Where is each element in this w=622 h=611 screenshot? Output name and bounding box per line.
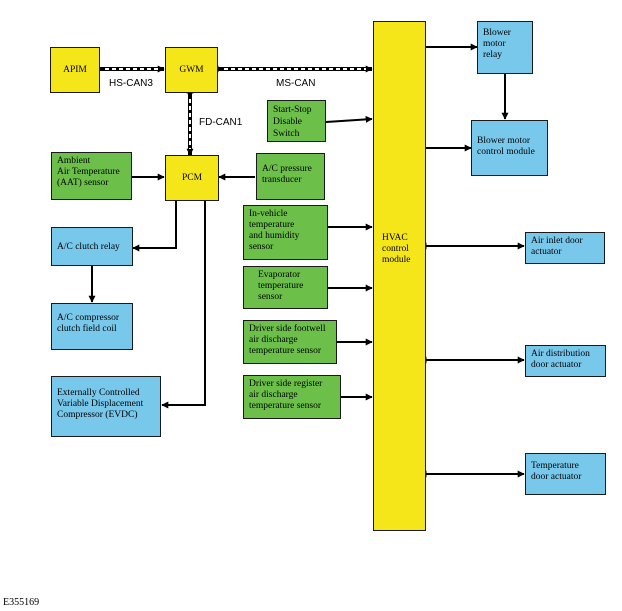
evaporator-line: Evaporator	[258, 270, 301, 280]
hvac-control-module: HVAC control module	[373, 21, 426, 531]
temperature-door-actuator: Temperature door actuator	[525, 453, 606, 495]
bus-label-hs-can3: HS-CAN3	[109, 78, 153, 89]
driver-footwell-air-discharge-sensor: Driver side footwell air discharge tempe…	[243, 320, 337, 364]
ac-clutch-relay-label: A/C clutch relay	[57, 242, 120, 252]
air-distribution-line: door actuator	[531, 360, 582, 370]
pcm-label: PCM	[181, 172, 203, 183]
evaporator-line: sensor	[258, 292, 283, 302]
apim-label: APIM	[63, 64, 87, 75]
temperature-door-line: Temperature	[531, 461, 579, 471]
in-vehicle-line: and humidity	[249, 231, 300, 241]
pcm-to-evdc-line	[161, 201, 206, 409]
blower-motor-control-module: Blower motor control module	[471, 120, 548, 176]
start-stop-line: Switch	[273, 129, 300, 139]
hvac-label-line: control	[382, 244, 409, 254]
evaporator-temperature-sensor: Evaporator temperature sensor	[243, 266, 328, 309]
air-inlet-line: Air inlet door	[531, 236, 583, 246]
air-inlet-line: actuator	[531, 247, 562, 257]
ac-pressure-transducer: A/C pressure transducer	[256, 153, 325, 200]
driver-register-air-discharge-sensor: Driver side register air discharge tempe…	[243, 375, 341, 419]
start-stop-disable-switch: Start-Stop Disable Switch	[267, 100, 326, 142]
hvac-label-line: module	[382, 255, 411, 265]
blower-motor-relay: Blower motor relay	[477, 21, 533, 74]
footwell-line: temperature sensor	[249, 346, 322, 356]
blower-module-line: Blower motor	[477, 136, 531, 146]
evaporator-line: temperature	[258, 281, 304, 291]
air-distribution-line: Air distribution	[531, 349, 590, 359]
register-line: Driver side register	[249, 379, 323, 389]
blower-relay-line: relay	[483, 50, 502, 60]
hvac-label-line: HVAC	[382, 233, 408, 243]
ac-compressor-clutch-field-coil: A/C compressor clutch field coil	[51, 303, 133, 350]
ac-clutch-coil-line: clutch field coil	[57, 324, 117, 334]
in-vehicle-line: In-vehicle	[249, 209, 288, 219]
ambient-air-temperature-sensor: Ambient Air Temperature (AAT) sensor	[51, 152, 132, 200]
pcm-module: PCM	[165, 155, 219, 201]
aat-line: Air Temperature	[57, 167, 120, 177]
ac-pressure-line: A/C pressure	[262, 164, 312, 174]
air-distribution-door-actuator: Air distribution door actuator	[525, 345, 606, 377]
aat-line: Ambient	[57, 156, 91, 166]
temperature-door-line: door actuator	[531, 472, 582, 482]
evdc-line: Externally Controlled	[57, 388, 140, 398]
start-stop-to-hvac-line	[325, 115, 373, 123]
footwell-line: Driver side footwell	[249, 324, 326, 334]
start-stop-line: Start-Stop	[273, 105, 312, 115]
ac-pressure-line: transducer	[262, 175, 302, 185]
figure-id: E355169	[3, 597, 40, 608]
aat-line: (AAT) sensor	[57, 178, 109, 188]
evdc-line: Compressor (EVDC)	[57, 410, 138, 420]
in-vehicle-line: sensor	[249, 242, 274, 252]
evdc-compressor: Externally Controlled Variable Displacem…	[51, 376, 161, 437]
gwm-module: GWM	[165, 47, 218, 93]
bus-label-ms-can: MS-CAN	[276, 78, 316, 89]
ac-clutch-relay: A/C clutch relay	[51, 227, 133, 266]
footwell-line: air discharge	[249, 335, 298, 345]
blower-relay-line: motor	[483, 39, 506, 49]
register-line: air discharge	[249, 390, 298, 400]
gwm-label: GWM	[179, 64, 204, 75]
register-line: temperature sensor	[249, 401, 322, 411]
in-vehicle-temperature-humidity-sensor: In-vehicle temperature and humidity sens…	[243, 205, 328, 260]
bus-label-fd-can1: FD-CAN1	[199, 117, 243, 128]
apim-module: APIM	[50, 47, 100, 93]
start-stop-line: Disable	[273, 117, 303, 127]
in-vehicle-line: temperature	[249, 220, 295, 230]
blower-module-line: control module	[477, 147, 535, 157]
blower-relay-line: Blower	[483, 28, 511, 38]
ac-clutch-coil-line: A/C compressor	[57, 313, 120, 323]
evdc-line: Variable Displacement	[57, 399, 144, 409]
pcm-to-clutch-relay-line	[132, 201, 177, 252]
air-inlet-door-actuator: Air inlet door actuator	[525, 232, 605, 264]
